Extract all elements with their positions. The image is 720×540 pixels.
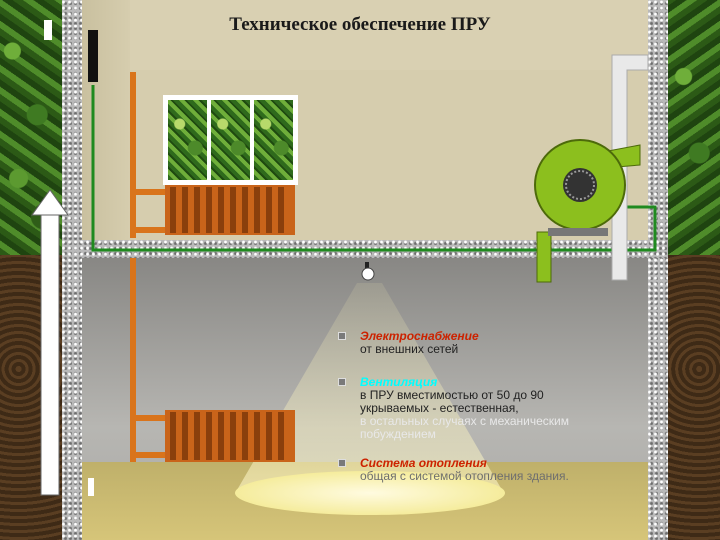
list-item-heading: Электроснабжение xyxy=(360,329,479,343)
wall-left xyxy=(62,0,82,540)
bullet-marker xyxy=(338,332,346,340)
list-item-heading: Система отопления xyxy=(360,456,487,470)
vent-duct xyxy=(611,54,649,281)
list-item-text: в ПРУ вместимостью от 50 до 90 xyxy=(360,388,544,402)
radiator-icon xyxy=(165,185,295,235)
list-item-heading: Вентиляция xyxy=(360,375,438,389)
page-title: Техническое обеспечение ПРУ xyxy=(229,14,491,35)
bullet-marker xyxy=(338,459,346,467)
heating-pipes-lower xyxy=(130,258,168,462)
list-item-text: общая с системой отопления здания. xyxy=(360,469,569,483)
list-item-text: укрываемых - естественная, xyxy=(360,401,519,415)
radiator-icon-lower xyxy=(165,410,295,462)
light-bulb-icon xyxy=(361,262,375,281)
fan-icon xyxy=(534,139,641,283)
soil-right xyxy=(668,255,720,540)
list-item-text: от внешних сетей xyxy=(360,342,459,356)
arrow-up-icon xyxy=(31,189,69,496)
trees-right xyxy=(668,0,720,255)
list-item-text: в остальных случаях с механическим xyxy=(360,414,570,428)
list-item-heating: Система отопления общая с системой отопл… xyxy=(338,457,638,483)
light-cone xyxy=(235,283,505,515)
list-item-ventilation: Вентиляция в ПРУ вместимостью от 50 до 9… xyxy=(338,376,638,441)
cable-line xyxy=(91,85,657,252)
wall-right xyxy=(648,0,668,540)
vent-pipe-top xyxy=(44,20,52,40)
bullet-marker xyxy=(338,378,346,386)
vent-pipe-bottom xyxy=(88,478,94,496)
cable-conduit xyxy=(88,30,98,82)
info-list: Электроснабжение от внешних сетей Вентил… xyxy=(338,330,638,493)
list-item-text: побуждением xyxy=(360,427,436,441)
window-icon xyxy=(163,95,298,185)
heating-pipes-upper xyxy=(130,72,168,238)
list-item-electricity: Электроснабжение от внешних сетей xyxy=(338,330,638,356)
